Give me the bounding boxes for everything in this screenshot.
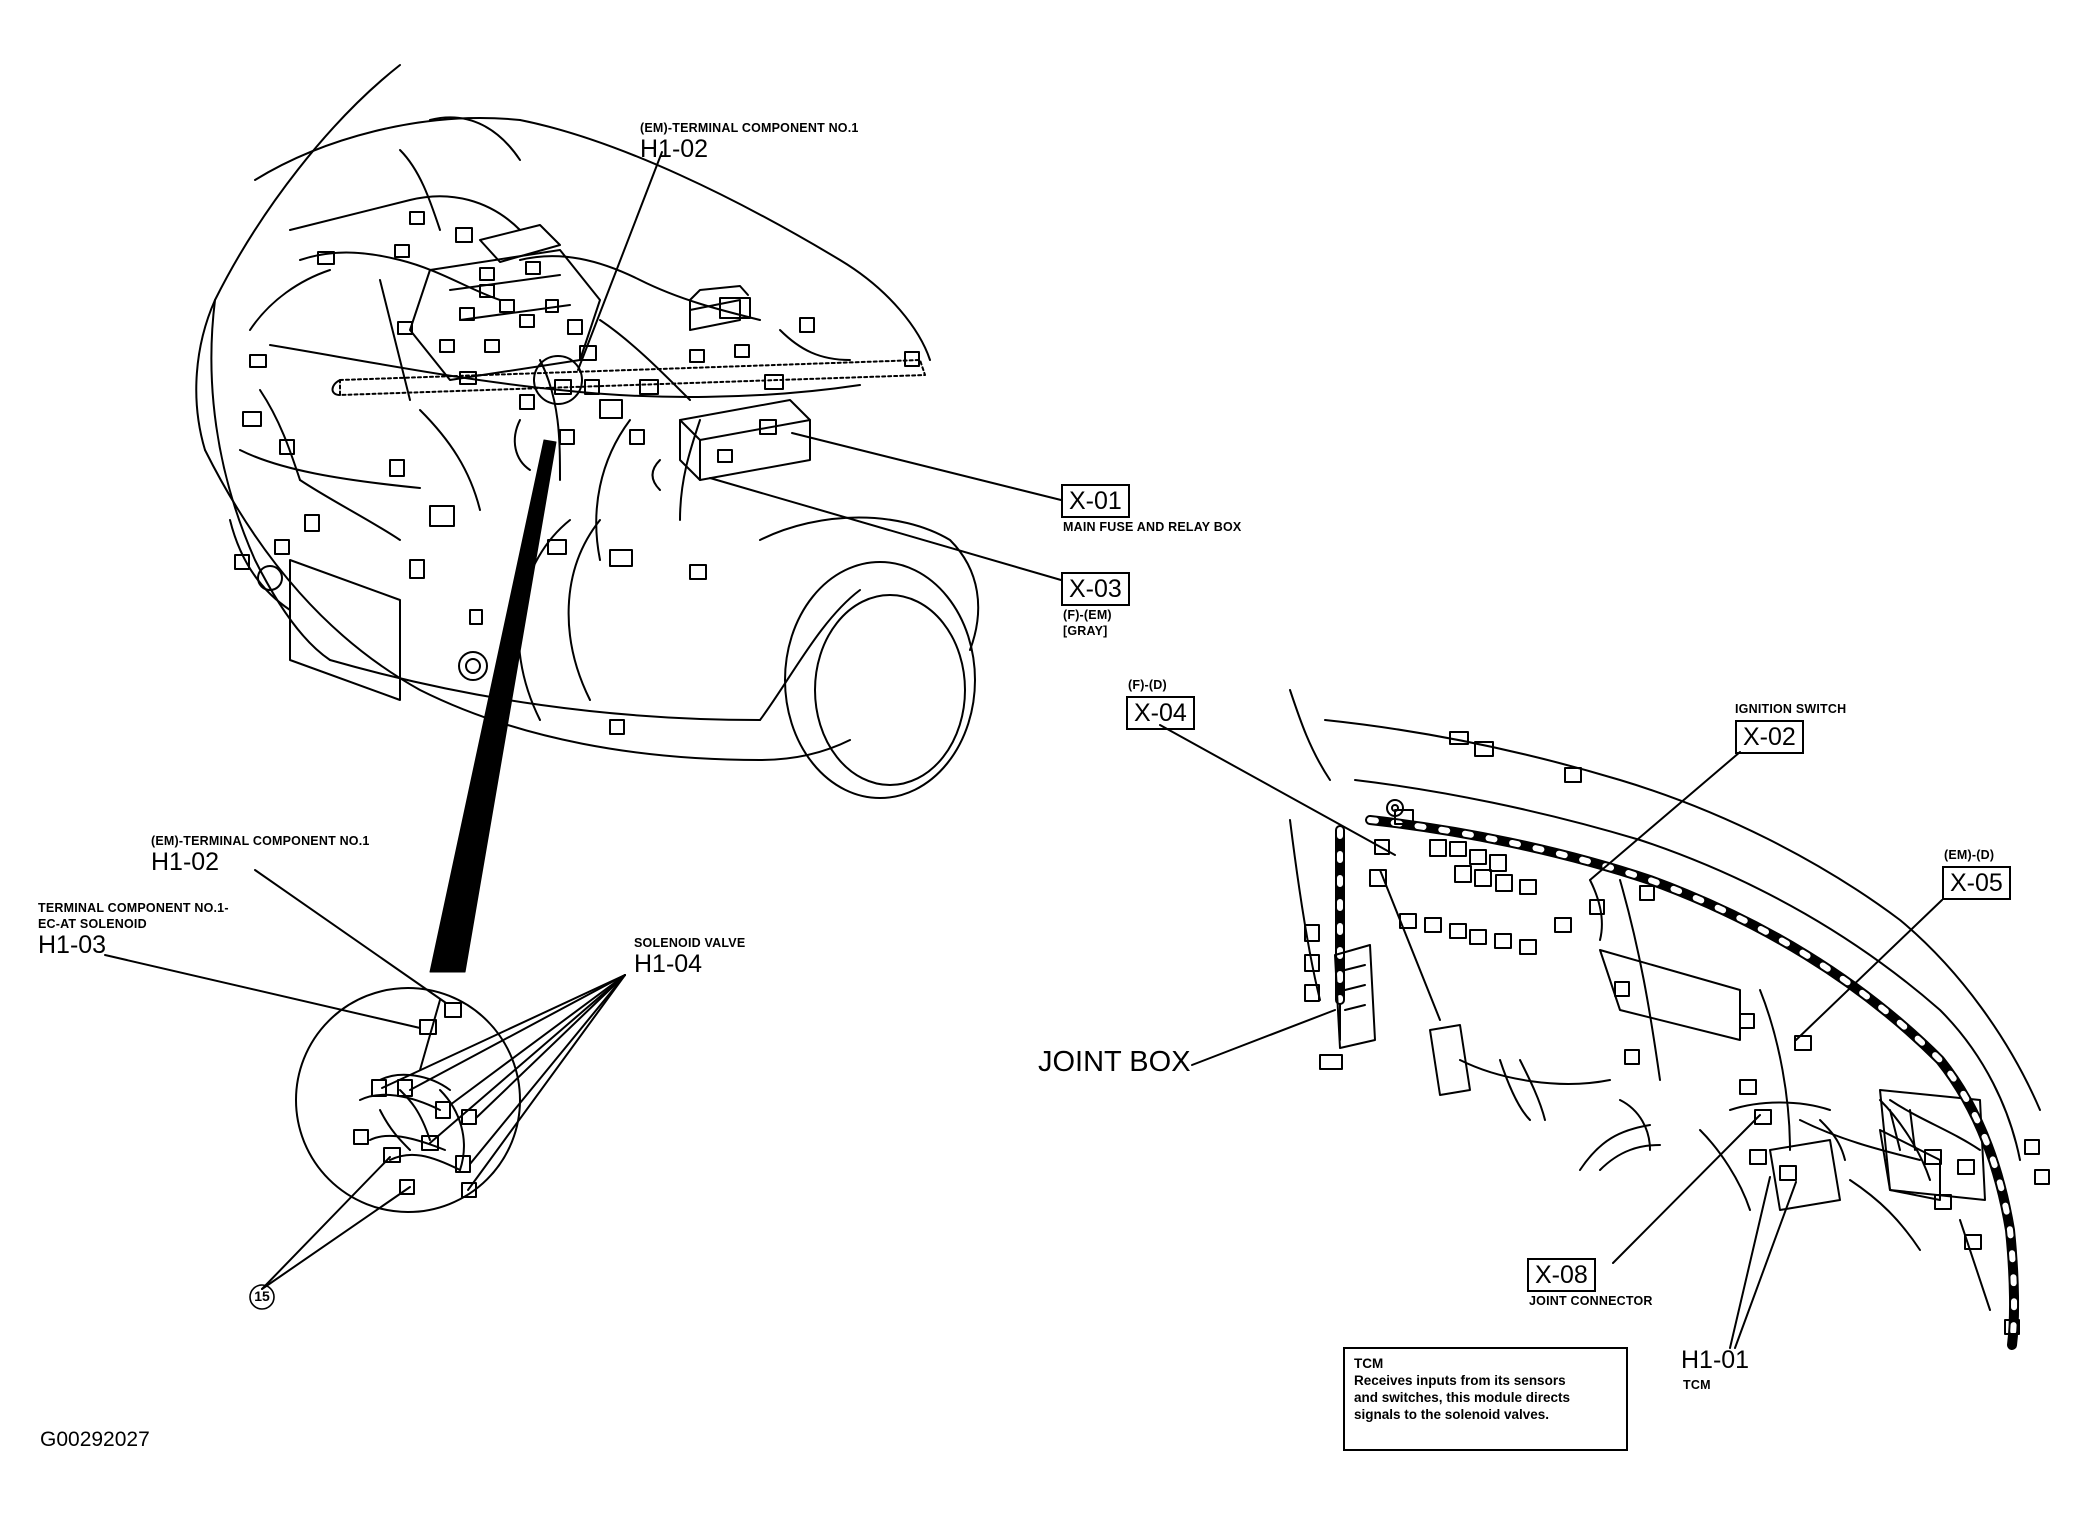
x-08-code: X-08 [1527, 1258, 1596, 1292]
h1-04-caption: SOLENOID VALVE [634, 936, 746, 950]
x-03-caption-line1: (F)-(EM) [1063, 608, 1112, 622]
h1-04-code: H1-04 [634, 950, 703, 978]
joint-box-label: JOINT BOX [1038, 1046, 1191, 1078]
x-05-caption: (EM)-(D) [1944, 848, 1995, 862]
reference-number-15: 15 [254, 1288, 270, 1304]
h1-03-caption-line2: EC-AT SOLENOID [38, 917, 147, 931]
h1-03-caption-line1: TERMINAL COMPONENT NO.1- [38, 901, 229, 915]
h1-02-detail-caption: (EM)-TERMINAL COMPONENT NO.1 [151, 834, 370, 848]
x-05-code: X-05 [1942, 866, 2011, 900]
solenoid-detail-circle [295, 987, 521, 1213]
h1-01-caption: TCM [1683, 1378, 1711, 1392]
x-01-caption: MAIN FUSE AND RELAY BOX [1063, 520, 1242, 534]
h1-01-code: H1-01 [1681, 1346, 1750, 1374]
h1-02-top-caption: (EM)-TERMINAL COMPONENT NO.1 [640, 121, 859, 135]
h1-02-top-code: H1-02 [640, 135, 709, 163]
x-02-caption: IGNITION SWITCH [1735, 702, 1847, 716]
x-03-code: X-03 [1061, 572, 1130, 606]
x-03-caption-line2: [GRAY] [1063, 624, 1108, 638]
tcm-description-box: TCM Receives inputs from its sensors and… [1343, 1347, 1628, 1451]
h1-02-detail-code: H1-02 [151, 848, 220, 876]
leader-lines [104, 151, 1943, 1349]
tcm-description-line: and switches, this module directs [1354, 1390, 1571, 1405]
tcm-description-line: Receives inputs from its sensors [1354, 1373, 1566, 1388]
x-04-code: X-04 [1126, 696, 1195, 730]
x-02-code: X-02 [1735, 720, 1804, 754]
car-front-illustration [195, 64, 980, 799]
figure-id: G00292027 [40, 1428, 150, 1451]
tcm-description-line: signals to the solenoid valves. [1354, 1407, 1550, 1422]
tcm-description-title: TCM [1354, 1356, 1384, 1371]
detail-magnifier-beam [429, 439, 557, 973]
x-01-code: X-01 [1061, 484, 1130, 518]
reference-circle [249, 1284, 275, 1310]
x-04-caption: (F)-(D) [1128, 678, 1167, 692]
dashboard-illustration [1289, 689, 2050, 1350]
h1-03-code: H1-03 [38, 931, 107, 959]
x-08-caption: JOINT CONNECTOR [1529, 1294, 1653, 1308]
